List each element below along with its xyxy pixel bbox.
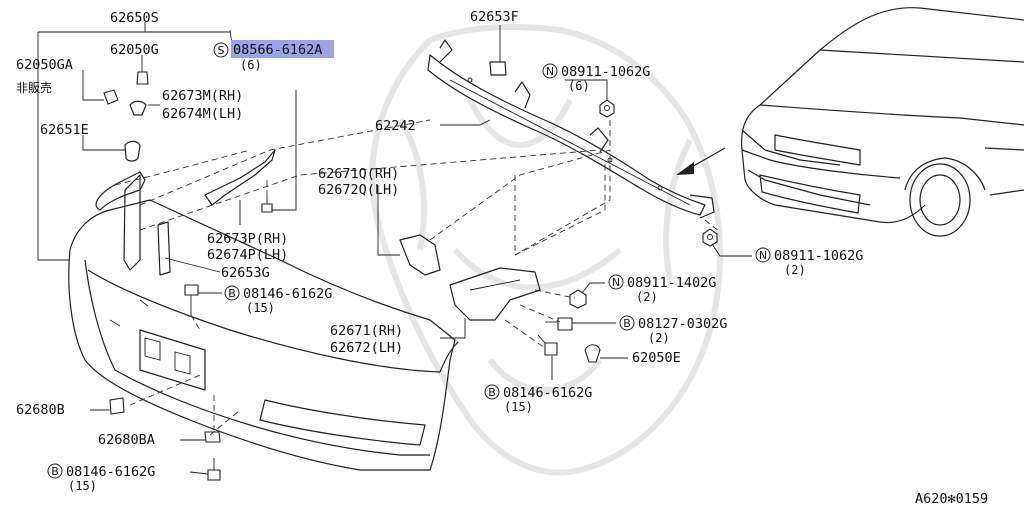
prefix-N-c: N [612, 276, 620, 289]
car-illustration [676, 7, 1024, 237]
label-62242: 62242 [375, 118, 416, 134]
clip-62050GA [103, 89, 119, 105]
clip-62050E [584, 344, 601, 363]
bracket-62651E [123, 140, 141, 271]
bolt-08146-c [207, 458, 221, 481]
label-08911-1062G-b: 08911-1062G [774, 248, 863, 264]
label-62651E: 62651E [40, 122, 89, 138]
label-not-for-sale: 非販売 [16, 80, 52, 95]
label-08146-a: 08146-6162G [243, 286, 332, 302]
label-62673P: 62673P(RH) [207, 231, 288, 247]
watermark-crest [369, 24, 723, 476]
clip-62673M [129, 100, 147, 116]
label-08911-1402G: 08911-1402G [627, 275, 716, 291]
label-62673M: 62673M(RH) [162, 88, 243, 104]
label-08911-1402G-qty: (2) [636, 290, 658, 304]
prefix-N-b: N [759, 249, 767, 262]
label-62650S: 62650S [110, 10, 159, 26]
nut-08911-1062G-b [702, 228, 718, 247]
prefix-B-circle-a [224, 285, 240, 301]
bolt-08127 [545, 317, 573, 331]
prefix-B-c: B [488, 386, 496, 399]
stay-62671 [449, 267, 541, 321]
bolt-08146-b [537, 334, 558, 356]
prefix-N-circle-a [542, 63, 558, 79]
label-62671: 62671(RH) [330, 323, 403, 339]
label-08146-a-qty: (15) [246, 301, 275, 315]
label-08146-b: 08146-6162G [503, 385, 592, 401]
bumper-reinforcement-62242 [427, 39, 715, 219]
label-08127-qty: (2) [648, 331, 670, 345]
label-62680B: 62680B [16, 402, 65, 418]
prefix-B-circle-c [484, 384, 500, 400]
label-08146-c: 08146-6162G [66, 464, 155, 480]
label-62672: 62672(LH) [330, 340, 403, 356]
prefix-N-a: N [546, 65, 554, 78]
label-08911-1062G-a: 08911-1062G [561, 64, 650, 80]
label-62674M: 62674M(LH) [162, 106, 243, 122]
label-62671Q: 62671Q(RH) [318, 166, 399, 182]
prefix-B-b: B [623, 317, 631, 330]
prefix-S-circle [213, 42, 229, 58]
label-08146-c-qty: (15) [68, 479, 97, 493]
prefix-S: S [218, 44, 225, 57]
callouts: 62650S 62050G 62050GA 非販売 62651E 62673M(… [16, 9, 988, 507]
footer-code: A620✻0159 [915, 491, 988, 507]
clip-62653F [489, 61, 507, 76]
label-08566-6162A: 08566-6162A [233, 42, 322, 58]
label-62050GA: 62050GA [16, 57, 73, 73]
label-62680BA: 62680BA [98, 432, 155, 448]
label-08911-1062G-b-qty: (2) [784, 263, 806, 277]
screw-08566-6162A [261, 195, 273, 213]
nut-08911-1402G [569, 289, 587, 309]
label-62653G: 62653G [221, 265, 270, 281]
nut-08911-1062G-a [599, 99, 615, 118]
clip-62050G [136, 71, 149, 85]
label-08127: 08127-0302G [638, 316, 727, 332]
bolt-08146-a [184, 284, 199, 315]
label-62050G: 62050G [110, 42, 159, 58]
clip-62680B [109, 397, 125, 415]
bracket-62673P [204, 149, 276, 206]
label-62653F: 62653F [470, 9, 519, 25]
highlight-box [231, 40, 334, 58]
label-62672Q: 62672Q(LH) [318, 182, 399, 198]
label-62674P: 62674P(LH) [207, 247, 288, 263]
bracket-62671Q [399, 234, 441, 276]
label-08911-1062G-a-qty: (6) [568, 79, 590, 93]
prefix-N-circle-c [608, 274, 624, 290]
prefix-B-circle-b [619, 315, 635, 331]
assembly-lines [114, 119, 721, 436]
front-bumper-fascia [68, 171, 459, 471]
label-08146-b-qty: (15) [504, 400, 533, 414]
prefix-N-circle-b [755, 247, 771, 263]
leader-lines [37, 22, 752, 475]
prefix-B-a: B [228, 287, 236, 300]
label-62050E: 62050E [632, 350, 681, 366]
label-08566-qty: (6) [240, 58, 262, 72]
prefix-B-circle-d [47, 463, 63, 479]
spacer-62653G [157, 221, 171, 276]
prefix-B-d: B [51, 465, 59, 478]
clip-62680BA [204, 431, 221, 443]
